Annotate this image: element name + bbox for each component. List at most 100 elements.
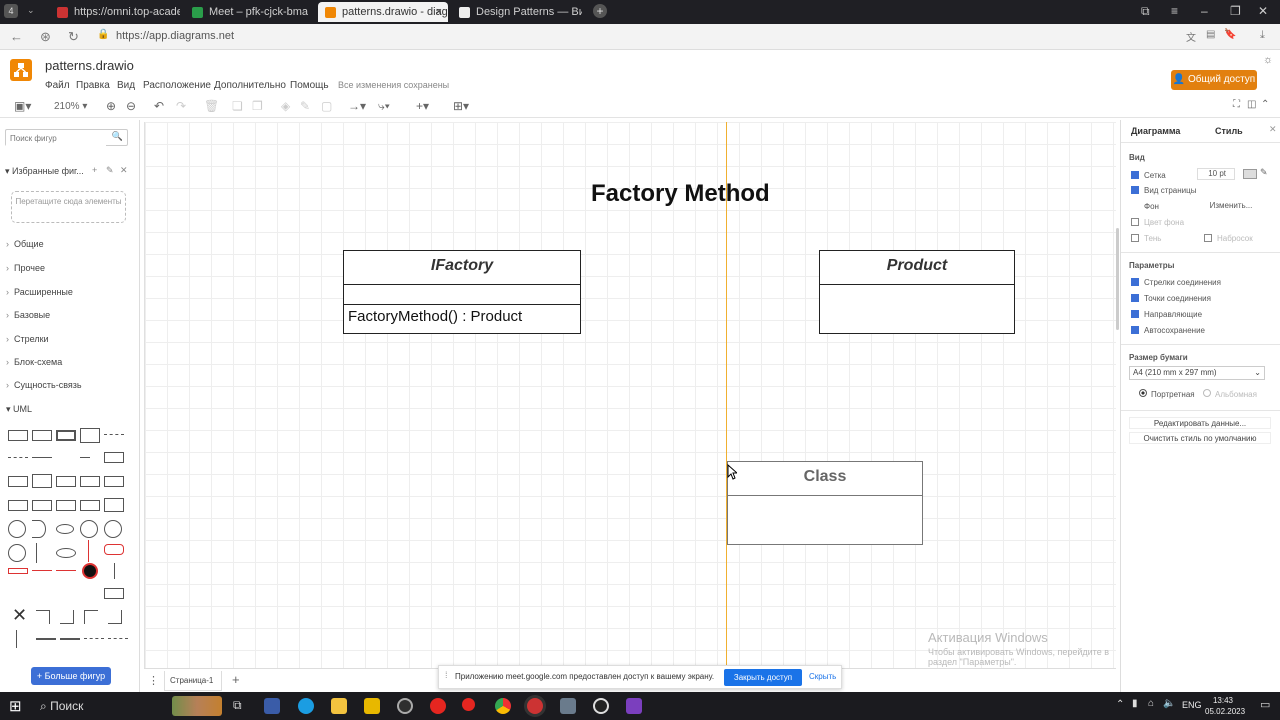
fill-color-icon[interactable]: ◈ (281, 99, 291, 113)
menu-help[interactable]: Помощь (290, 80, 329, 91)
uml-shape[interactable] (104, 520, 122, 538)
shadow-checkbox[interactable] (1131, 234, 1139, 242)
uml-shape[interactable] (80, 476, 100, 487)
uml-shape[interactable] (36, 638, 56, 640)
category-er[interactable]: Сущность-связь (6, 380, 82, 390)
category-basic[interactable]: Базовые (6, 310, 50, 320)
visual-studio-icon[interactable] (626, 698, 642, 714)
pages-menu-icon[interactable]: ⋮ (148, 675, 159, 687)
uml-shape[interactable] (56, 430, 76, 441)
uml-shape[interactable] (32, 570, 52, 571)
share-button[interactable]: 👤 Общий доступ (1171, 70, 1257, 90)
new-tab-button[interactable]: + (593, 4, 607, 18)
tab-omni[interactable]: https://omni.top-academy (50, 2, 180, 22)
uml-shape[interactable] (80, 428, 100, 443)
tab-drawio[interactable]: patterns.drawio - diagr× (318, 2, 448, 22)
uml-shape[interactable] (32, 430, 52, 441)
clock[interactable]: 13:43 05.02.2023 (1205, 695, 1245, 717)
uml-shape[interactable] (32, 520, 46, 538)
task-view-icon[interactable]: ⧉ (233, 698, 242, 712)
drop-zone[interactable]: Перетащите сюда элементы (11, 191, 126, 223)
ccleaner-icon[interactable] (397, 698, 413, 714)
page-tab[interactable]: Страница-1 ⌃ (164, 671, 222, 705)
more-shapes-button[interactable]: + Больше фигур (31, 667, 111, 685)
download-icon[interactable]: ⤓ (1260, 29, 1265, 41)
change-background-button[interactable]: Изменить... (1209, 201, 1253, 210)
uml-shape[interactable] (16, 630, 17, 648)
close-tab-icon[interactable]: × (435, 6, 442, 18)
to-front-icon[interactable]: ❏ (232, 99, 243, 113)
diagram-title[interactable]: Factory Method (591, 180, 770, 207)
fullscreen-icon[interactable]: ⛶ (1233, 99, 1240, 110)
store-icon[interactable] (364, 698, 380, 714)
class-ifactory[interactable]: IFactory FactoryMethod() : Product (343, 250, 581, 334)
uml-shape[interactable] (8, 457, 28, 458)
class-product[interactable]: Product (819, 250, 1015, 334)
uml-shape[interactable] (36, 610, 50, 624)
network-icon[interactable]: ⌂ (1148, 698, 1155, 709)
canvas-scrollbar[interactable] (1116, 228, 1119, 330)
yandex-browser-icon[interactable] (527, 698, 543, 714)
line-color-icon[interactable]: ✎ (300, 99, 311, 113)
landscape-radio[interactable] (1203, 389, 1211, 397)
menu-edit[interactable]: Правка (76, 80, 110, 91)
close-favorite-icon[interactable]: ✕ (120, 165, 128, 175)
grid-size-input[interactable]: 10 pt (1197, 168, 1235, 180)
uml-shape[interactable] (80, 500, 100, 511)
portrait-radio[interactable] (1139, 389, 1147, 397)
uml-shape[interactable] (104, 452, 124, 463)
minimize-icon[interactable]: – (1201, 4, 1208, 18)
uml-shape[interactable] (104, 588, 124, 599)
diagram-canvas[interactable]: Factory Method IFactory FactoryMethod() … (144, 122, 1116, 668)
menu-file[interactable]: Файл (45, 80, 70, 91)
uml-shape[interactable] (32, 474, 52, 488)
maximize-icon[interactable]: ❐ (1230, 4, 1241, 18)
connection-points-checkbox[interactable] (1131, 294, 1139, 302)
table-icon[interactable]: ⊞▾ (453, 99, 470, 113)
reader-icon[interactable]: ▤ (1206, 29, 1216, 40)
zoom-out-icon[interactable]: ⊖ (126, 99, 137, 113)
shape-search-input[interactable] (6, 131, 106, 146)
uml-shape[interactable] (84, 610, 98, 624)
bg-color-checkbox[interactable] (1131, 218, 1139, 226)
menu-view[interactable]: Вид (117, 80, 136, 91)
edge-icon[interactable] (298, 698, 314, 714)
zoom-level[interactable]: 210% ▾ (54, 101, 88, 112)
uml-shape[interactable] (80, 520, 98, 538)
clear-style-button[interactable]: Очистить стиль по умолчанию (1129, 432, 1271, 444)
collapse-icon[interactable]: ⌃ (1261, 99, 1270, 110)
tray-chevron-icon[interactable]: ⌃ (1116, 699, 1125, 710)
add-page-icon[interactable]: + (232, 672, 240, 687)
uml-shape[interactable] (56, 500, 76, 511)
autosave-checkbox[interactable] (1131, 326, 1139, 334)
yandex-icon[interactable] (430, 698, 446, 714)
sketch-checkbox[interactable] (1204, 234, 1212, 242)
uml-shape[interactable] (8, 568, 28, 574)
theme-icon[interactable]: ☼ (1263, 54, 1274, 66)
uml-shape[interactable] (56, 548, 76, 558)
tray-app-icon[interactable]: ▮ (1132, 698, 1138, 709)
uml-shape[interactable] (82, 563, 98, 579)
category-arrows[interactable]: Стрелки (6, 334, 49, 344)
class-new[interactable]: Class (727, 461, 923, 545)
uml-shape[interactable] (104, 544, 124, 555)
uml-shape[interactable] (8, 544, 26, 562)
menu-arrange[interactable]: Расположение (143, 80, 211, 91)
uml-shape[interactable] (8, 520, 26, 538)
paper-size-select[interactable]: A4 (210 mm x 297 mm)⌄ (1129, 366, 1265, 380)
tab-diagram[interactable]: Диаграмма (1131, 126, 1181, 136)
edit-grid-color-icon[interactable]: ✎ (1260, 167, 1268, 177)
shape-search[interactable]: 🔍 (5, 129, 128, 146)
uml-shape[interactable] (8, 430, 28, 441)
calculator-icon[interactable] (264, 698, 280, 714)
reload-icon[interactable]: ↻ (68, 29, 79, 44)
uml-shape[interactable] (88, 540, 92, 562)
stop-sharing-button[interactable]: Закрыть доступ (724, 669, 802, 686)
taskbar-search[interactable]: ⌕ Поиск (40, 699, 84, 713)
uml-shape[interactable] (32, 457, 52, 458)
search-icon[interactable]: 🔍 (111, 131, 123, 141)
uml-shape[interactable]: ✕ (12, 605, 28, 625)
delete-icon[interactable]: 🗑 (204, 99, 220, 113)
volume-icon[interactable]: 🔈 (1163, 698, 1176, 709)
edit-favorite-icon[interactable]: ✎ (106, 165, 114, 175)
